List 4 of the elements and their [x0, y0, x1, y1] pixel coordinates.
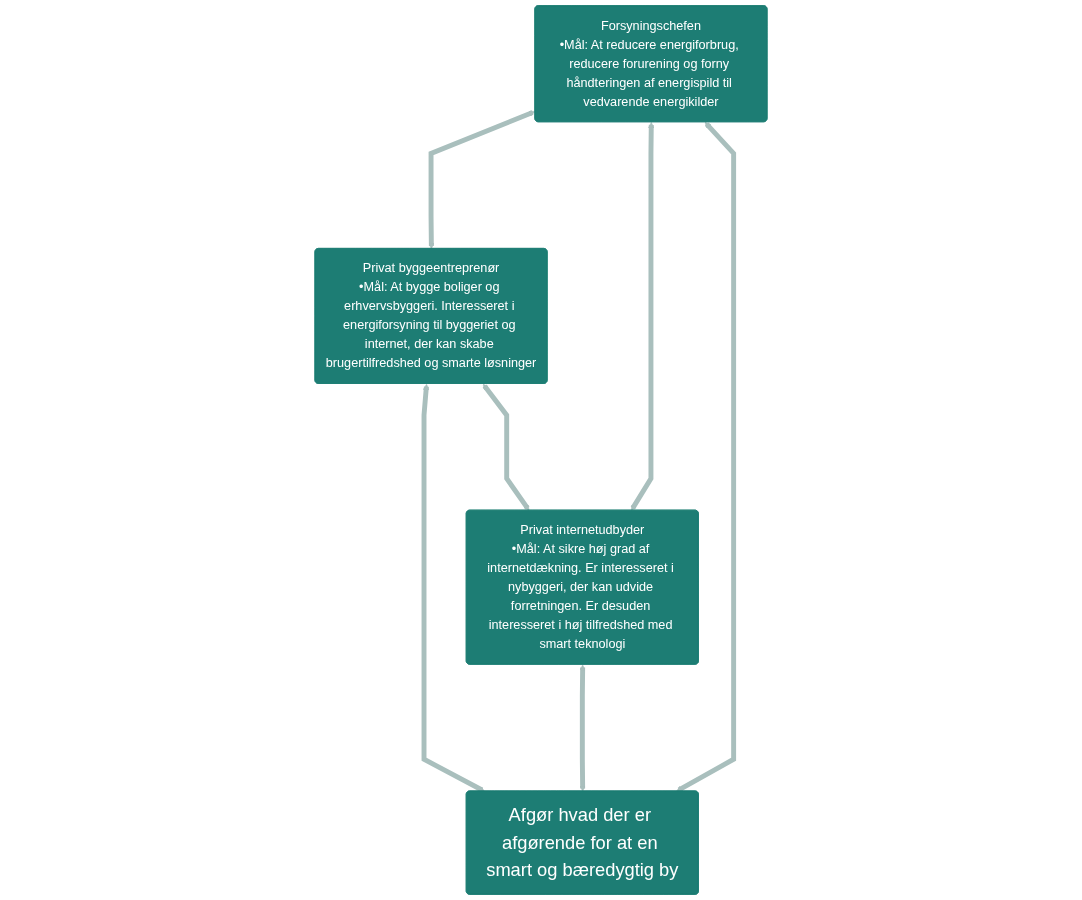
arrow: [482, 383, 530, 511]
arrow: [428, 110, 536, 250]
arrow: [630, 122, 655, 511]
arrow: [579, 664, 586, 792]
